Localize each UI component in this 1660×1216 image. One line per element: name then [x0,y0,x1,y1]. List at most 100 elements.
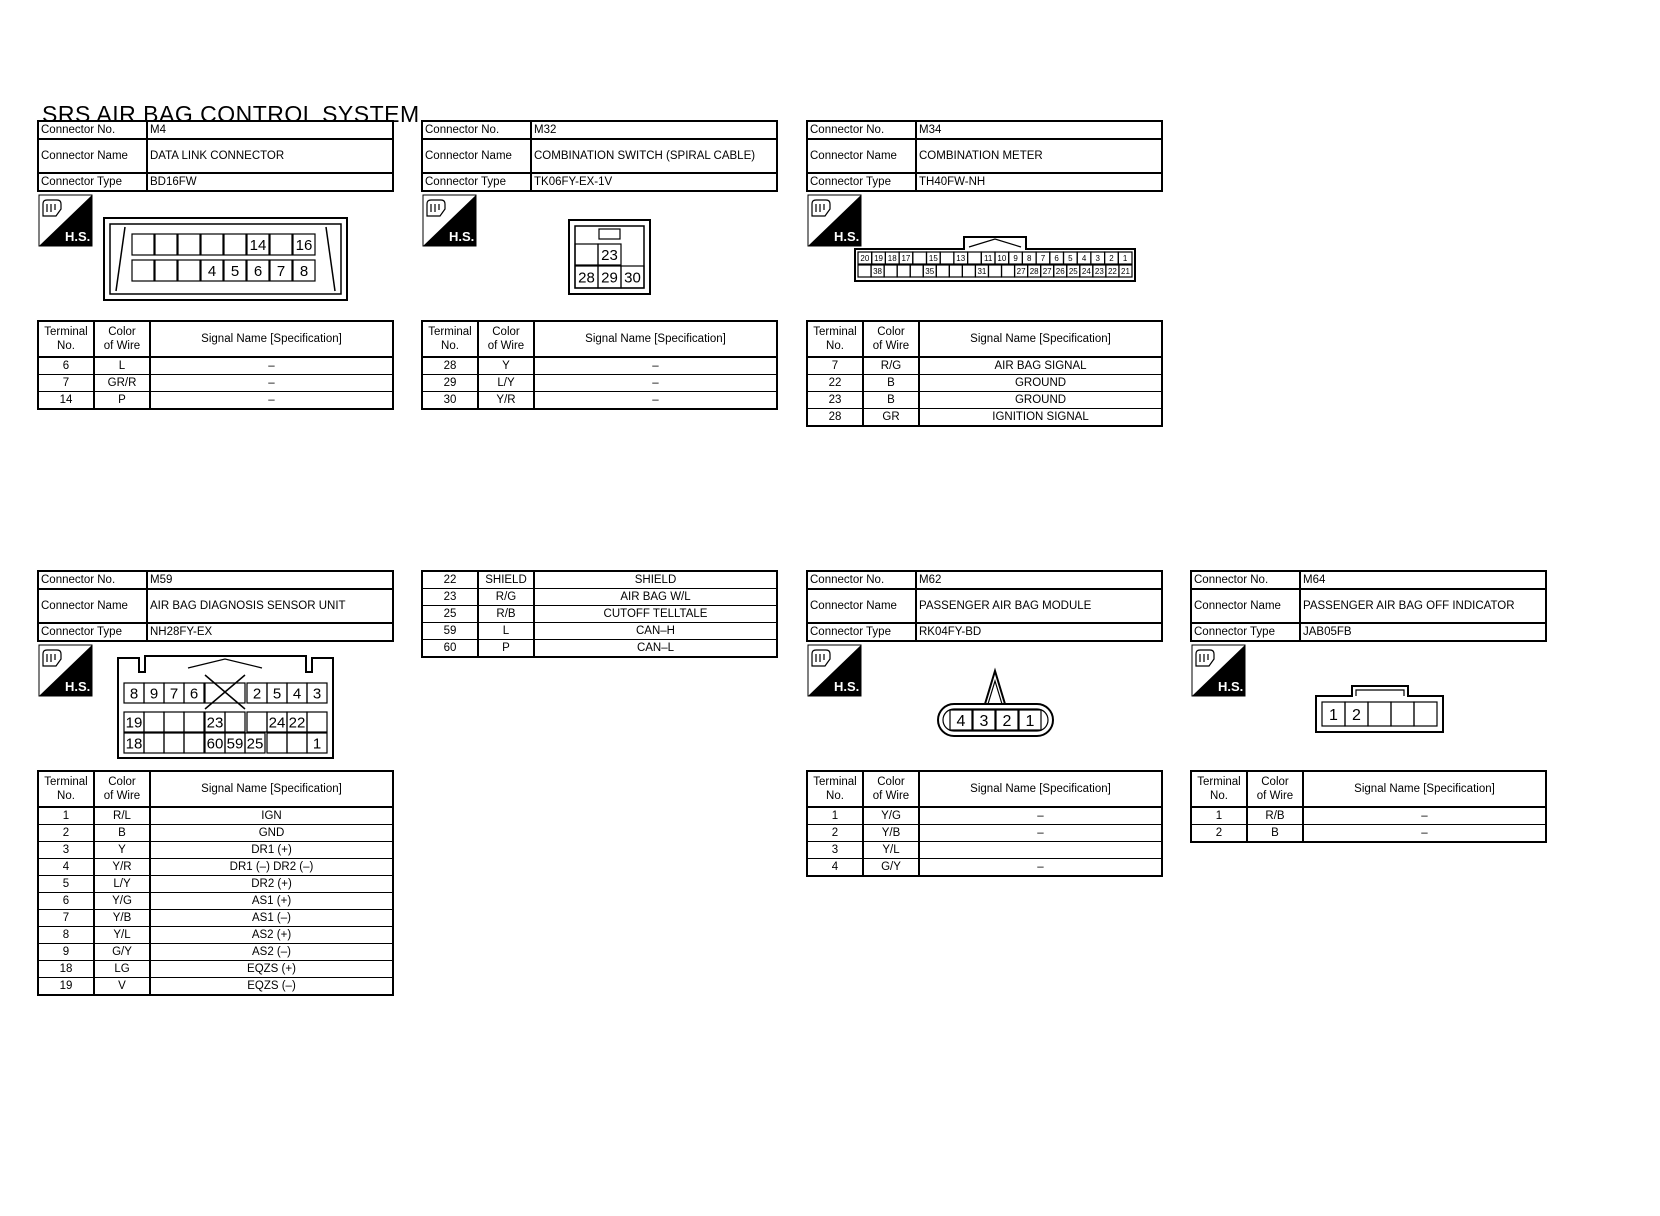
pin-cell [204,682,246,704]
wire-color: SHIELD [477,570,535,589]
signal-name: AS2 (+) [149,926,394,944]
terminal-no: 4 [37,858,95,876]
hs-badge-label: H.S. [834,679,859,694]
pin-label: 7 [1041,254,1046,263]
pin-label: 28 [578,269,595,286]
pin-label: 2 [1352,707,1361,724]
signal-name: AIR BAG SIGNAL [918,356,1163,375]
terminal-no: 2 [37,824,95,842]
connector-name-value: DATA LINK CONNECTOR [146,138,394,174]
connector-name-value: PASSENGER AIR BAG OFF INDICATOR [1299,588,1547,624]
terminal-no: 60 [421,639,479,658]
terminal-no: 1 [806,806,864,825]
pin-label: 6 [1054,254,1059,263]
terminal-no: 3 [806,841,864,859]
pin-label: 27 [1017,267,1026,276]
wire-color: Y/R [93,858,151,876]
pin-label: 14 [250,237,267,254]
pin-label: 22 [289,714,306,731]
pin-cell [1000,264,1016,278]
color-header: Color [108,326,136,338]
connector-name-label: Connector Name [37,138,148,174]
connector-name-value: COMBINATION SWITCH (SPIRAL CABLE) [530,138,778,174]
terminal-no-header: Terminal [428,326,472,338]
pin-label: 13 [956,254,965,263]
pin-label: 10 [997,254,1006,263]
signal-name: GND [149,824,394,842]
terminal-no-header: Terminal [1197,776,1241,788]
connector-name-label: Connector Name [421,138,532,174]
pin-cell [163,732,185,754]
connector-no-label: Connector No. [421,120,532,140]
pin-label: 5 [231,263,239,280]
signal-name: GROUND [918,391,1163,409]
connector-name-label: Connector Name [806,138,917,174]
pin-label: 25 [1069,267,1078,276]
hs-badge-icon: H.S. [38,644,93,697]
signal-name: – [1302,824,1547,843]
pin-cell [292,259,316,282]
wire-color: R/L [93,806,151,825]
terminal-no: 23 [806,391,864,409]
harness-side-icon: H.S. [38,194,93,247]
wire-color: V [93,977,151,996]
terminal-no: 5 [37,875,95,893]
color-header: Color [877,326,905,338]
wire-color: Y [93,841,151,859]
connector-name-label: Connector Name [1190,588,1301,624]
wire-color: Y/R [477,391,535,410]
pin-cell [286,732,308,754]
connector-no-value: M59 [146,570,394,590]
hs-badge-label: H.S. [449,229,474,244]
connector-type-value: NH28FY-EX [146,622,394,642]
wire-color: P [93,391,151,410]
pin-label: 18 [126,735,143,752]
terminal-no: 3 [37,841,95,859]
blocked-cavity-mark [204,674,246,710]
pin-cell [163,711,185,733]
terminal-no: 7 [37,374,95,392]
connector-no-value: M62 [915,570,1163,590]
pin-cell [912,251,928,265]
wire-color: B [862,391,920,409]
pin-label: 29 [601,269,618,286]
pin-label: 23 [601,247,618,264]
pin-cell [306,682,328,704]
pin-cell [131,233,155,256]
terminal-no: 22 [421,570,479,589]
connector-no-value: M64 [1299,570,1547,590]
terminal-no: 6 [37,892,95,910]
pin-label: 59 [227,735,244,752]
pin-cell [269,259,293,282]
signal-name: – [1302,806,1547,825]
signal-name: – [918,806,1163,825]
harness-side-icon: H.S. [1191,644,1246,697]
pin-cell [183,711,205,733]
terminal-no-header: Terminal [813,326,857,338]
pin-label: 8 [130,685,138,702]
harness-side-icon: H.S. [422,194,477,247]
signal-name: CAN–L [533,639,778,658]
signal-name: SHIELD [533,570,778,589]
pin-cell [896,264,911,278]
connector-no-label: Connector No. [37,570,148,590]
pin-label: 7 [170,685,178,702]
terminal-no: 19 [37,977,95,996]
signal-name [918,841,1163,859]
wire-color: Y/G [93,892,151,910]
